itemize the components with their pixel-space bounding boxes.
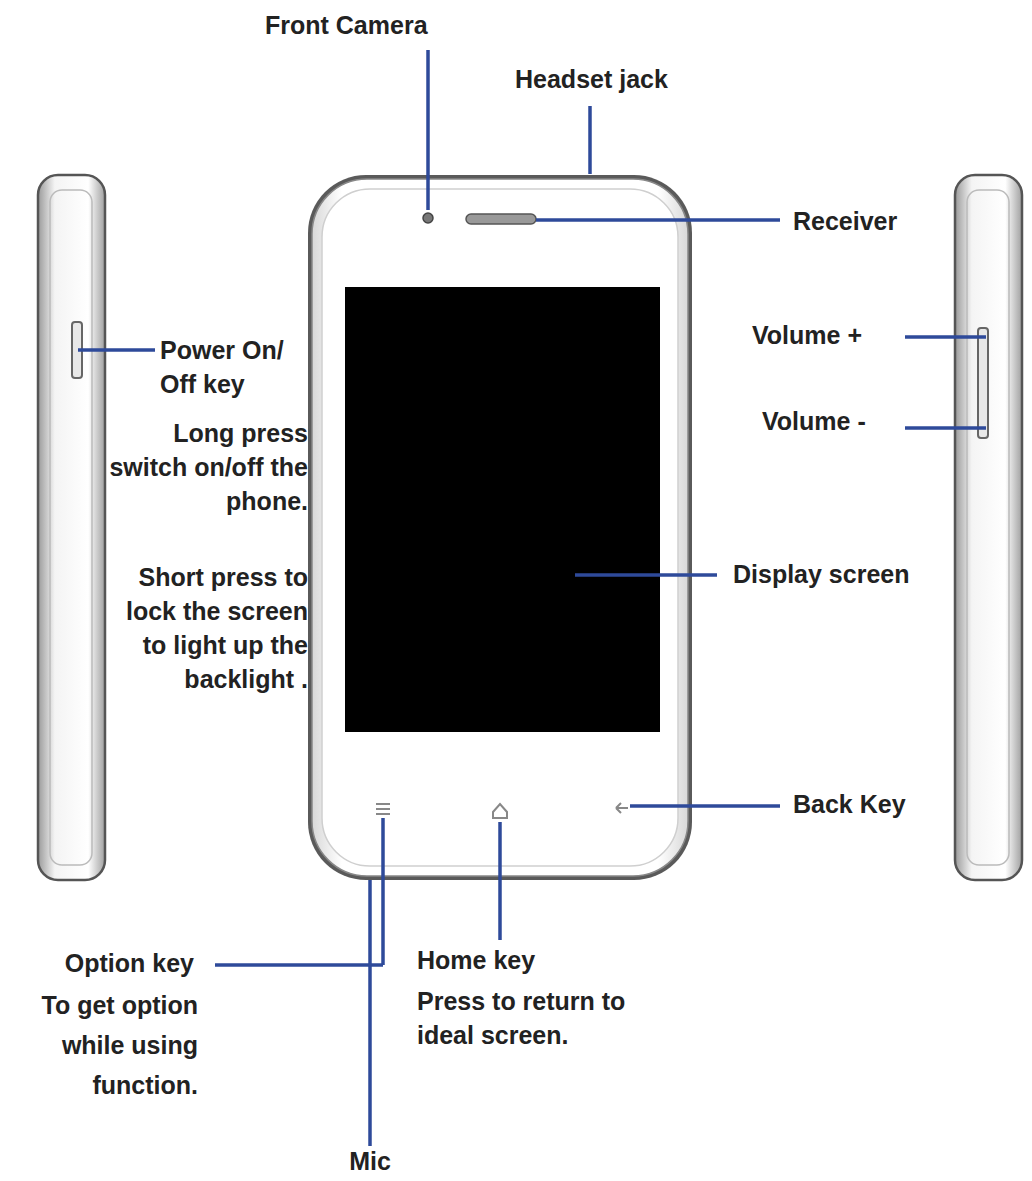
part-label: Display screen xyxy=(733,557,983,591)
part-label: Headset jack xyxy=(515,62,715,96)
part-label: Front Camera xyxy=(265,8,465,42)
part-label: Power On/ Off key xyxy=(160,333,310,401)
note-text: Press to return to ideal screen. xyxy=(417,984,632,1052)
note-text: Short press to lock the screen to light … xyxy=(100,560,308,696)
note-text: To get option while using function. xyxy=(20,985,198,1105)
part-label: Option key xyxy=(20,946,194,980)
part-label: Volume - xyxy=(762,404,902,438)
left-side-view xyxy=(38,175,105,880)
part-label: Home key xyxy=(417,943,617,977)
part-label: Back Key xyxy=(793,787,993,821)
part-label: Mic xyxy=(320,1144,420,1178)
note-text: Long press switch on/off the phone. xyxy=(108,416,308,518)
part-label: Volume + xyxy=(752,318,902,352)
part-label: Receiver xyxy=(793,204,993,238)
right-side-view xyxy=(955,175,1022,880)
front-view xyxy=(308,175,692,880)
